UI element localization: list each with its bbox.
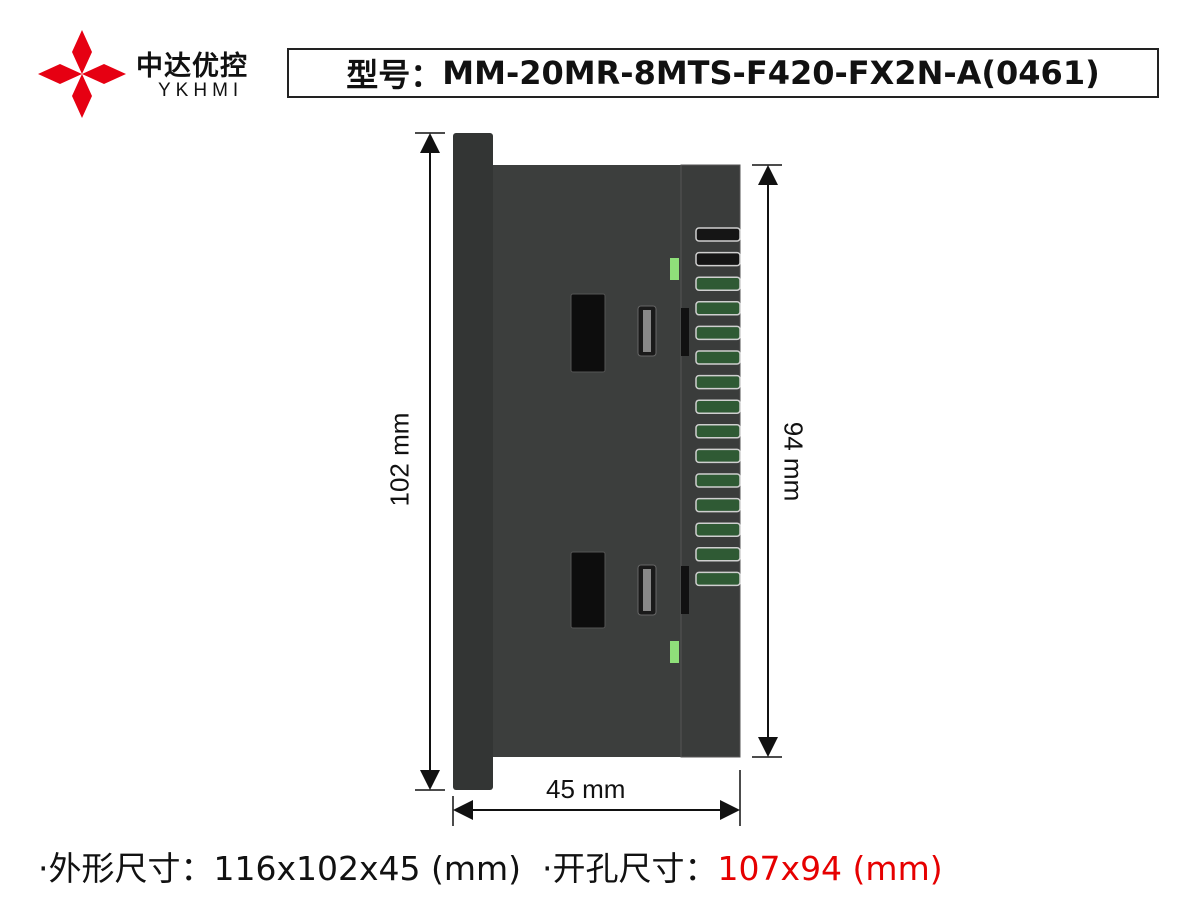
- terminal-slot: [695, 424, 741, 439]
- model-label: 型号：: [346, 56, 443, 94]
- outer-size-value: 116x102x45 (mm): [213, 849, 522, 888]
- usb-port-bottom: [570, 551, 606, 629]
- usb-port-top: [570, 293, 606, 373]
- logo-subname: YKHMI: [158, 80, 244, 101]
- logo-icon: [38, 30, 126, 118]
- terminal-slot: [695, 325, 741, 341]
- terminal-slot: [695, 571, 741, 587]
- model-number: MM-20MR-8MTS-F420-FX2N-A(0461): [442, 54, 1100, 92]
- front-bezel: [453, 133, 493, 790]
- terminal-slot: [695, 547, 741, 562]
- terminal-slot: [695, 473, 741, 488]
- terminal-slot: [695, 497, 741, 513]
- outer-size-label: ·外形尺寸：: [38, 849, 214, 888]
- height-label: 102 mm: [384, 412, 415, 507]
- led-indicator: [670, 258, 679, 280]
- terminal-slot: [695, 276, 741, 291]
- device-body: [493, 165, 681, 757]
- terminal-slot: [695, 350, 741, 365]
- terminal-slot: [695, 522, 741, 537]
- terminal-slot: [695, 399, 741, 414]
- cutout-size-label: ·开孔尺寸：: [542, 849, 718, 888]
- footer-specs: ·外形尺寸：116x102x45 (mm) ·开孔尺寸：107x94 (mm): [38, 842, 943, 890]
- logo-name: 中达优控: [136, 51, 248, 82]
- terminal-slot: [695, 374, 741, 390]
- led-indicator: [670, 641, 679, 663]
- cutout-size-value: 107x94 (mm): [717, 849, 943, 888]
- cutout-height-label: 94 mm: [778, 421, 809, 502]
- terminal-slot: [695, 448, 741, 464]
- terminal-slot: [695, 301, 741, 316]
- terminal-slot: [695, 227, 741, 242]
- depth-label: 45 mm: [546, 774, 626, 804]
- model-title: 型号： MM-20MR-8MTS-F420-FX2N-A(0461): [287, 48, 1159, 98]
- terminal-slot: [695, 251, 741, 267]
